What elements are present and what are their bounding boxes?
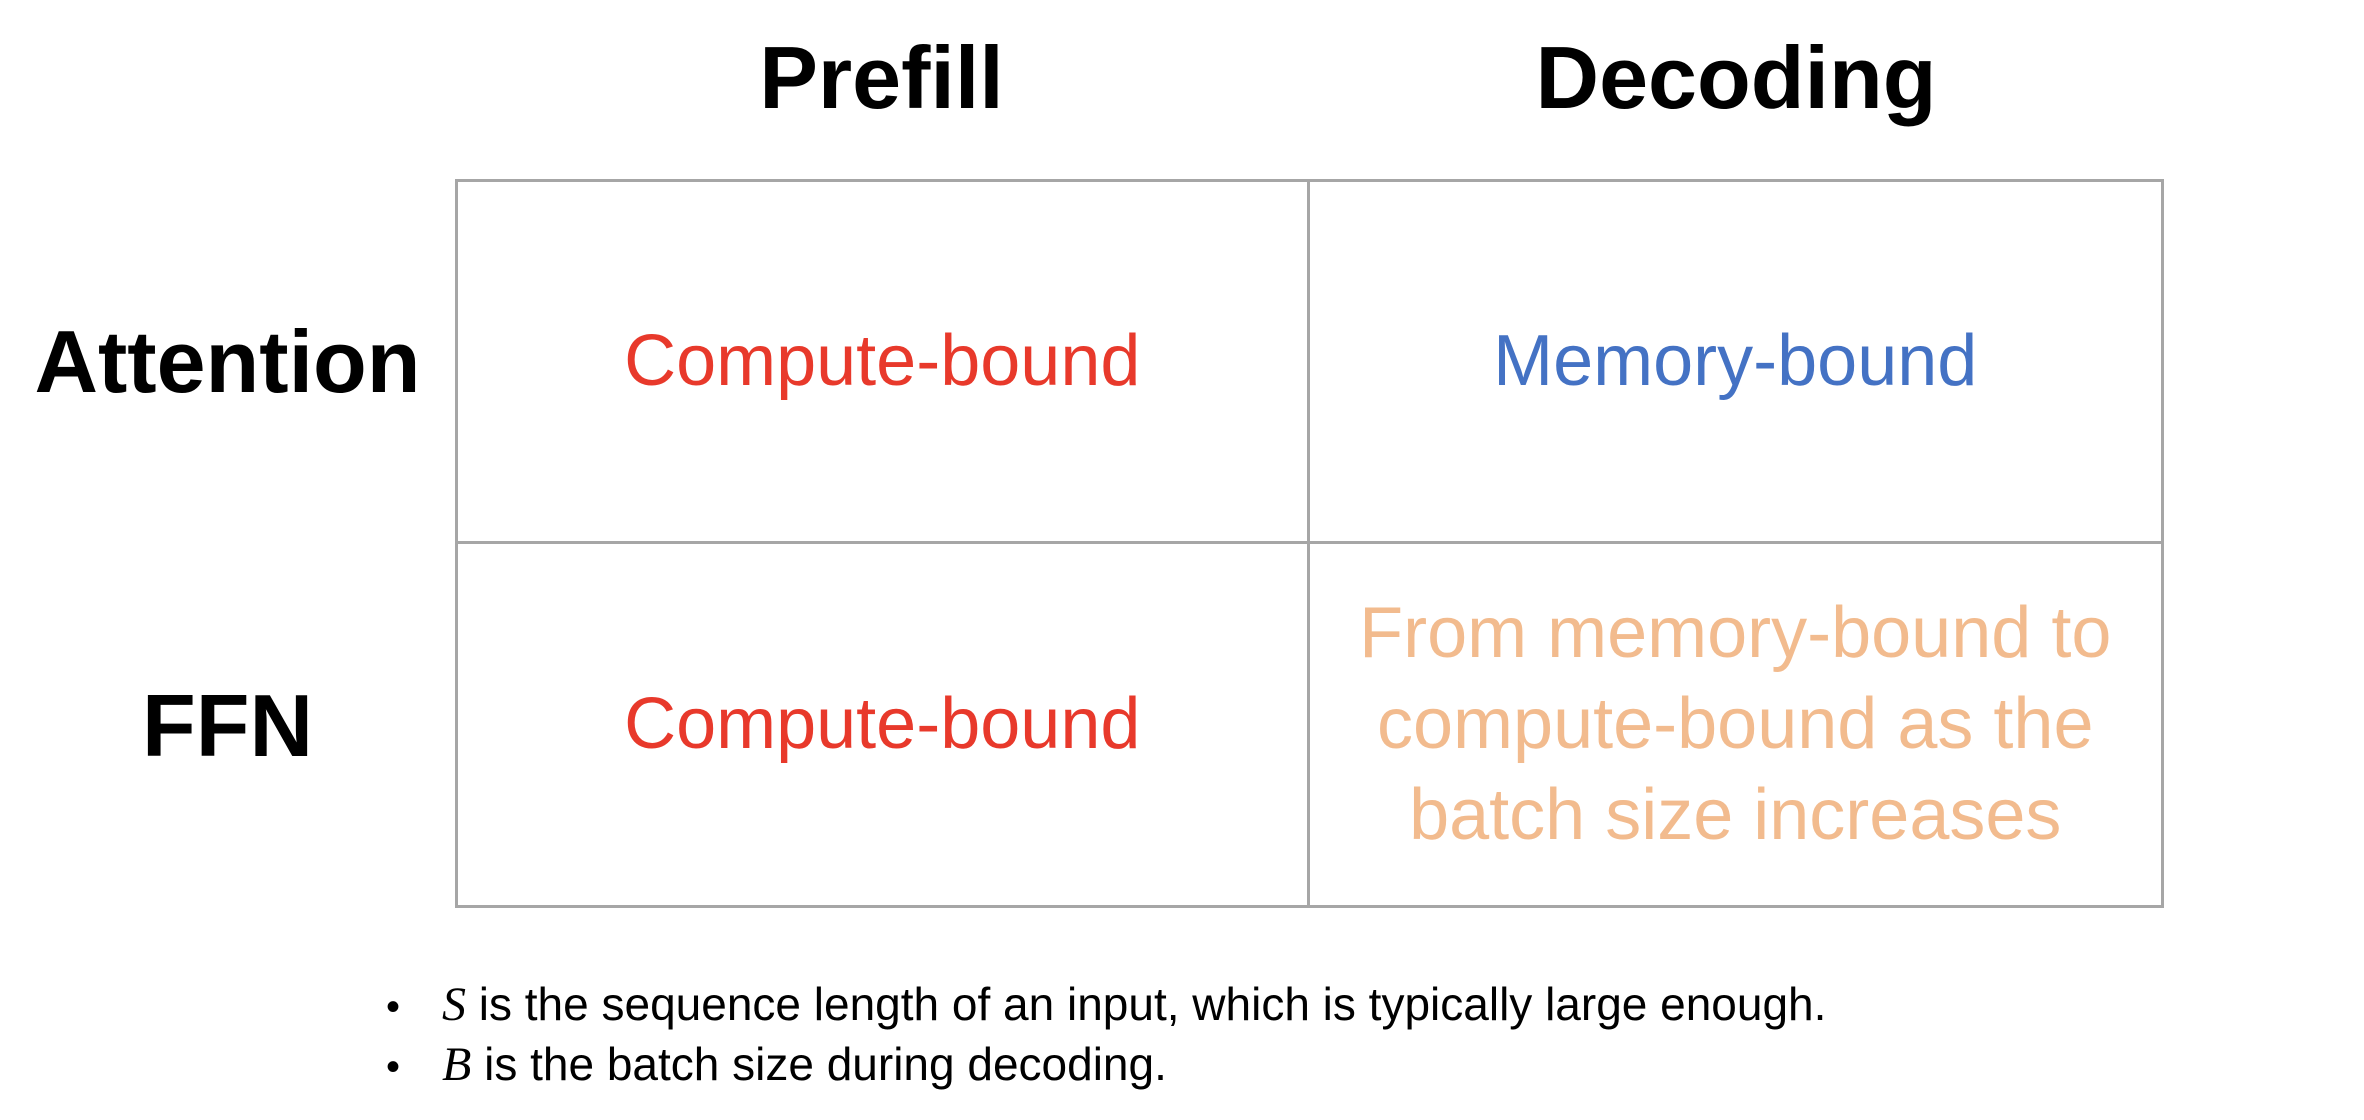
row-header-attention: Attention (34, 311, 421, 411)
bound-matrix-table: Compute-bound Memory-bound Compute-bound… (455, 179, 2164, 908)
column-header-decoding: Decoding (1535, 28, 1937, 127)
notes-list: • S is the sequence length of an input, … (368, 976, 1826, 1096)
note-text: S is the sequence length of an input, wh… (442, 976, 1826, 1033)
cell-ffn-prefill: Compute-bound (458, 543, 1310, 905)
note-item-batch-size: • B is the batch size during decoding. (368, 1036, 1826, 1096)
note-text: B is the batch size during decoding. (442, 1036, 1167, 1093)
bullet-icon: • (386, 1045, 401, 1089)
cell-attention-prefill: Compute-bound (458, 182, 1310, 544)
column-header-prefill: Prefill (759, 28, 1004, 127)
cell-label-memory-to-compute-bound: From memory-bound to compute-bound as th… (1359, 593, 2112, 855)
math-variable-s: S (442, 978, 466, 1031)
cell-label-compute-bound: Compute-bound (624, 684, 1141, 765)
cell-label-compute-bound: Compute-bound (624, 321, 1141, 402)
cell-attention-decoding: Memory-bound (1309, 182, 2161, 544)
note-text-body: is the batch size during decoding. (471, 1038, 1167, 1090)
row-header-ffn: FFN (141, 676, 314, 775)
math-variable-b: B (442, 1038, 472, 1091)
cell-ffn-decoding: From memory-bound to compute-bound as th… (1310, 544, 2162, 906)
note-item-sequence-length: • S is the sequence length of an input, … (368, 976, 1826, 1036)
note-text-body: is the sequence length of an input, whic… (466, 978, 1827, 1030)
cell-label-memory-bound: Memory-bound (1493, 321, 1978, 402)
bullet-icon: • (386, 985, 401, 1029)
